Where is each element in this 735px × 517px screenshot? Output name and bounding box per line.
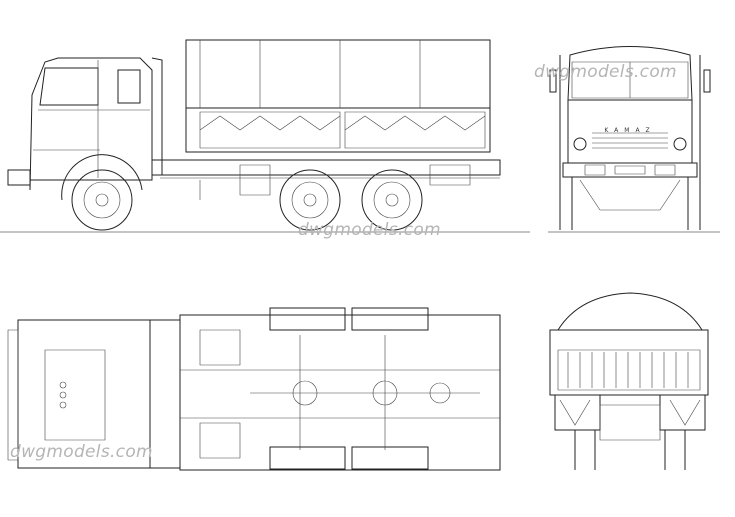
grille-lettering: KAMAZ: [604, 127, 655, 134]
tarp-cover: [185, 39, 491, 109]
rear-view: [549, 292, 709, 470]
front-view: KAMAZ: [548, 46, 720, 233]
rear-tarp: [557, 292, 703, 331]
side-view: [0, 39, 530, 233]
top-view: [7, 307, 501, 471]
watermark-top-right: dwgmodels.com: [534, 62, 677, 82]
watermark-center: dwgmodels.com: [298, 220, 441, 240]
front-bumper: [562, 162, 698, 178]
chassis-outline: [179, 314, 501, 471]
wheels: [61, 154, 423, 231]
front-wheel: [71, 169, 133, 231]
watermark-bottom-left: dwgmodels.com: [10, 442, 153, 462]
cargo-bed: [185, 107, 491, 153]
rear-cab-window: [117, 69, 141, 104]
rear-wheel: [361, 169, 423, 231]
front-cab-top: [567, 46, 693, 101]
door-window: [39, 67, 99, 106]
top-wheels: [269, 307, 429, 470]
rear-tailgate: [549, 329, 709, 396]
cab: [29, 57, 153, 191]
middle-wheel: [279, 169, 341, 231]
headlight-right: [673, 137, 687, 151]
headlight-left: [573, 137, 587, 151]
